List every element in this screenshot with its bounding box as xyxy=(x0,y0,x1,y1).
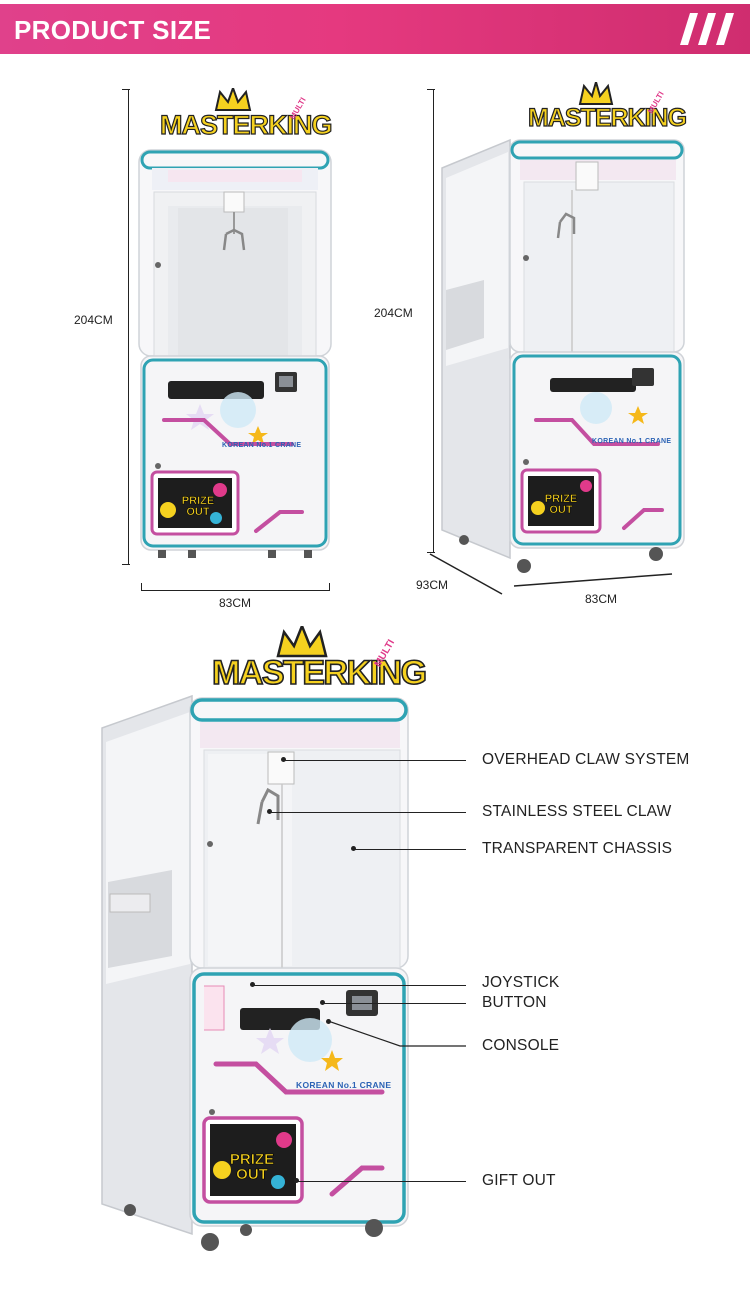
prize-out-label: PRIZE OUT xyxy=(544,493,578,516)
crown-icon xyxy=(214,85,252,111)
slashes-icon xyxy=(680,13,734,45)
dim-tick xyxy=(122,564,130,565)
callout-line xyxy=(284,760,466,761)
side-dims-lines xyxy=(429,553,673,595)
callout-dot xyxy=(294,1178,299,1183)
dim-tick xyxy=(141,583,142,591)
detail-logo: MASTERKING MULTI xyxy=(210,622,428,702)
tagline: KOREAN No.1 CRANE xyxy=(592,438,672,445)
callout-dot xyxy=(351,846,356,851)
callout-label: BUTTON xyxy=(482,994,547,1011)
front-logo: MASTERKING MULTI xyxy=(158,85,333,148)
front-width-line xyxy=(141,590,330,591)
callout-label: TRANSPARENT CHASSIS xyxy=(482,840,673,857)
front-width-label: 83CM xyxy=(219,596,252,610)
side-width-label: 83CM xyxy=(585,592,618,606)
callout-line xyxy=(253,985,466,986)
callout-line xyxy=(297,1181,466,1182)
callout-label: STAINLESS STEEL CLAW xyxy=(482,803,672,820)
callout-line xyxy=(328,1020,466,1047)
side-logo: MASTERKING MULTI xyxy=(526,78,688,140)
side-cabinet: KOREAN No.1 CRANE PRIZE OUT xyxy=(440,138,686,578)
detail-cabinet: KOREAN No.1 CRANE PRIZE OUT xyxy=(100,694,412,1258)
callout-label: CONSOLE xyxy=(482,1037,560,1054)
dim-tick xyxy=(427,552,435,553)
dim-tick xyxy=(122,89,130,90)
dim-tick xyxy=(427,89,435,90)
callout-dot xyxy=(320,1000,325,1005)
header-banner: PRODUCT SIZE xyxy=(0,4,750,54)
logo-text: MASTERKING xyxy=(159,109,333,140)
logo-text: MASTERKING xyxy=(527,103,687,132)
callout-line xyxy=(354,849,466,850)
front-cabinet: KOREAN No.1 CRANE PRIZE OUT xyxy=(138,148,332,558)
callout-line xyxy=(323,1003,466,1004)
side-depth-label: 93CM xyxy=(416,578,449,592)
page-title: PRODUCT SIZE xyxy=(14,15,212,45)
crown-icon xyxy=(578,78,614,105)
tagline: KOREAN No.1 CRANE xyxy=(296,1080,392,1090)
callout-line xyxy=(270,812,466,813)
dim-tick xyxy=(329,583,330,591)
callout-dot xyxy=(267,809,272,814)
logo-text: MASTERKING xyxy=(211,653,428,693)
side-height-line xyxy=(433,89,434,553)
front-cabinet-drawing xyxy=(138,149,332,558)
front-height-line xyxy=(128,89,129,565)
crown-icon xyxy=(276,622,328,658)
callout-label: GIFT OUT xyxy=(482,1172,556,1189)
callout-dot xyxy=(281,757,286,762)
callout-label: JOYSTICK xyxy=(482,974,560,991)
side-cabinet-drawing xyxy=(441,138,685,573)
side-height-label: 204CM xyxy=(374,306,413,320)
tagline: KOREAN No.1 CRANE xyxy=(222,442,302,449)
callout-label: OVERHEAD CLAW SYSTEM xyxy=(482,751,690,768)
prize-out-label: PRIZE OUT xyxy=(229,1151,275,1183)
prize-out-label: PRIZE OUT xyxy=(181,495,215,518)
callout-dot xyxy=(250,982,255,987)
front-height-label: 204CM xyxy=(74,313,113,327)
